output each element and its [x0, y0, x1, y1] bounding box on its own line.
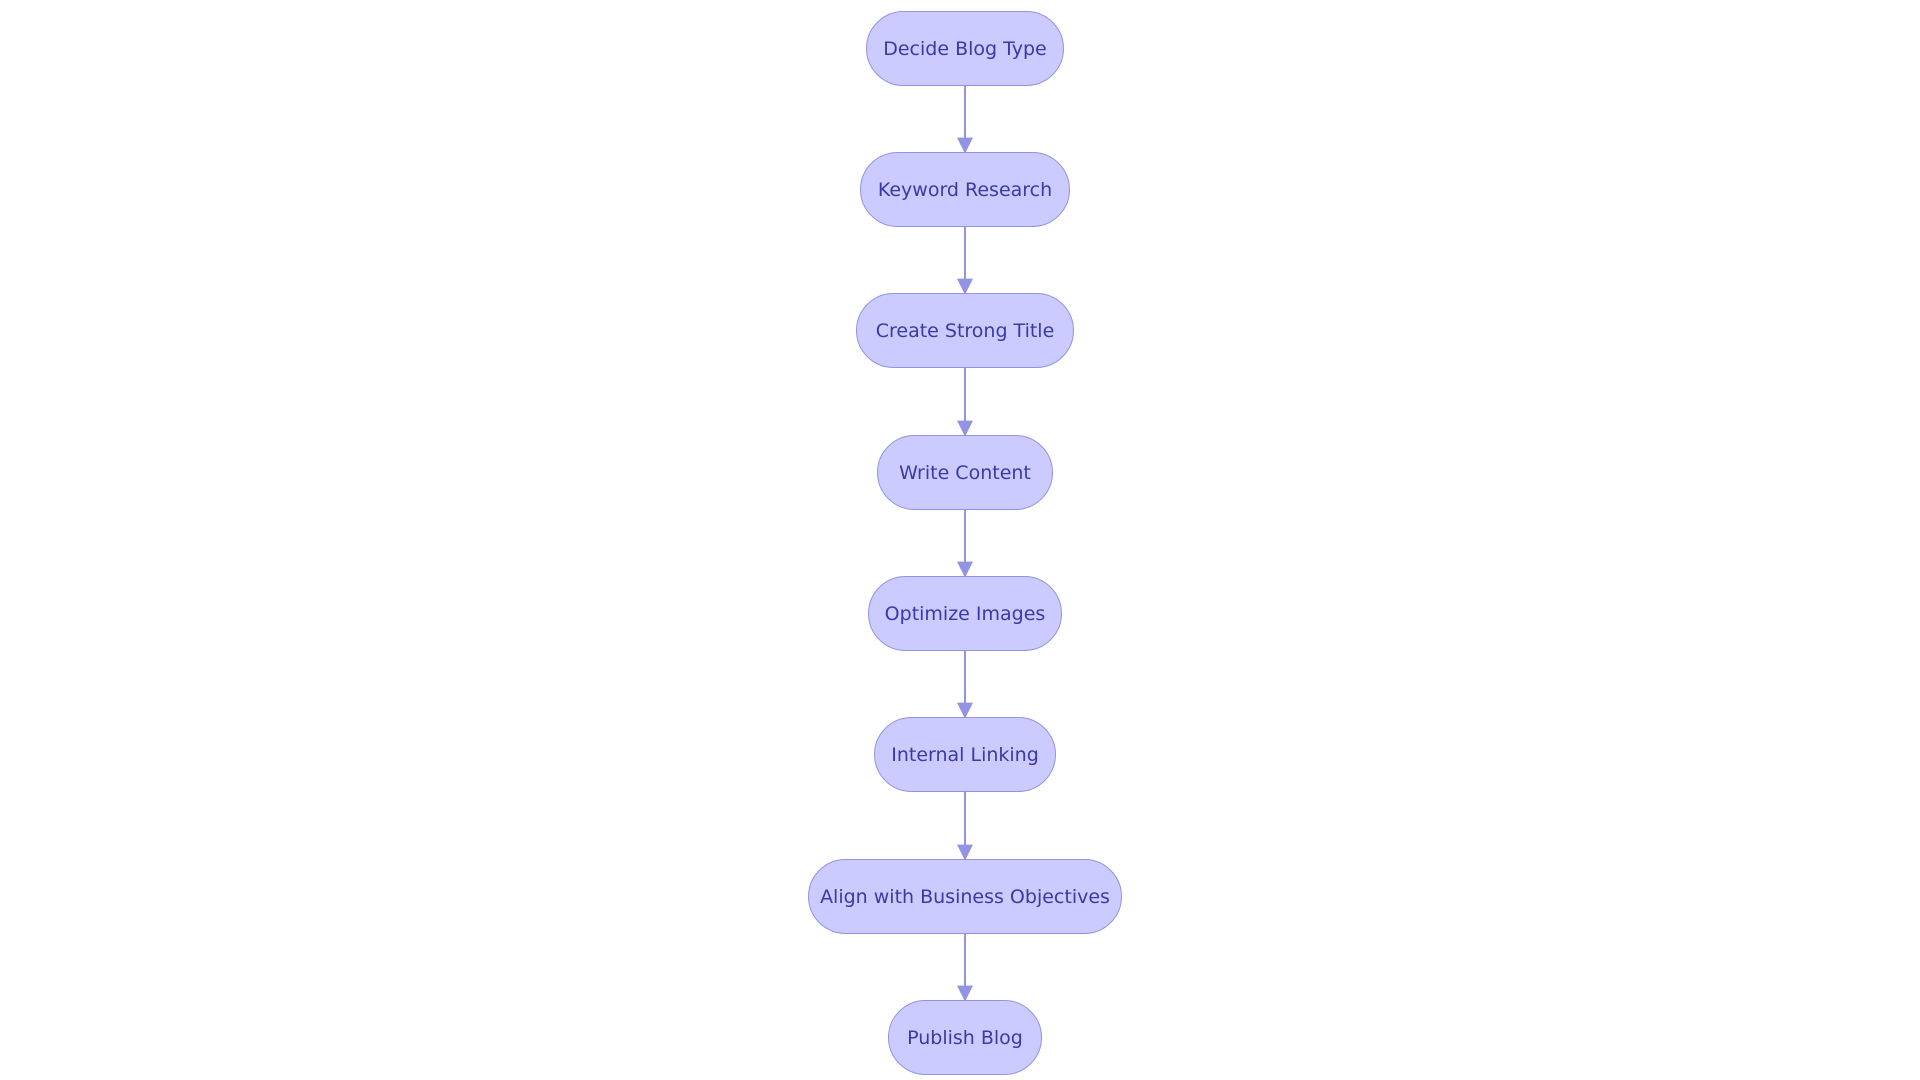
node-decide-blog-type: Decide Blog Type: [866, 11, 1064, 86]
node-keyword-research: Keyword Research: [860, 152, 1070, 227]
node-write-content: Write Content: [877, 435, 1053, 510]
node-optimize-images: Optimize Images: [868, 576, 1062, 651]
node-internal-linking: Internal Linking: [874, 717, 1056, 792]
node-create-strong-title: Create Strong Title: [856, 293, 1074, 368]
node-align-with-business-objectives: Align with Business Objectives: [808, 859, 1122, 934]
node-publish-blog: Publish Blog: [888, 1000, 1042, 1075]
